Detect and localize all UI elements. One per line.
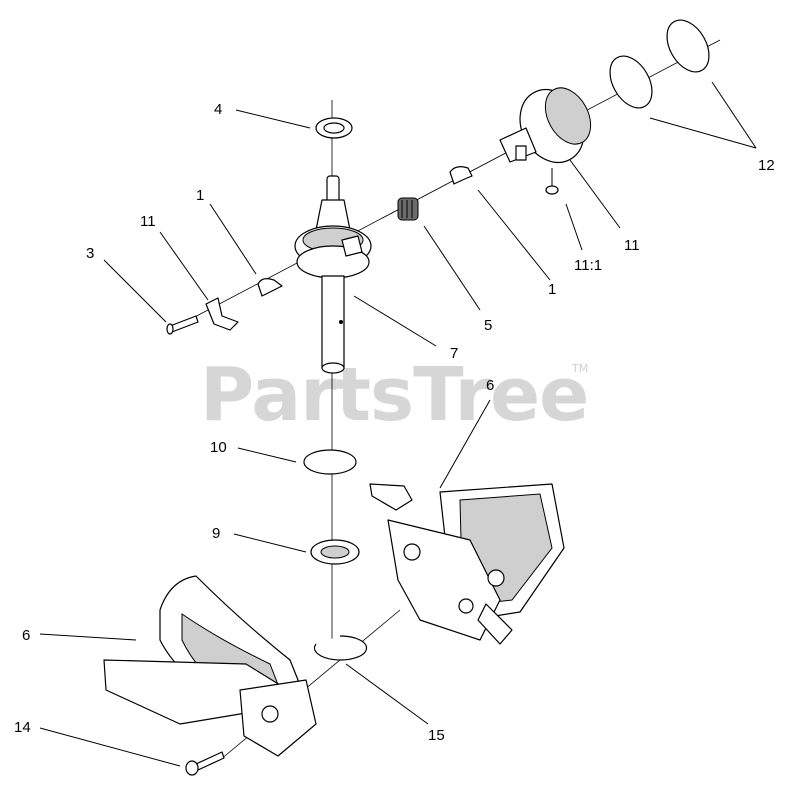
callout-10: 10 [210,439,227,456]
callout-6-left: 6 [22,627,30,644]
seal-part-9 [310,539,360,565]
piston-part-11 [499,87,592,163]
callout-11-right: 11 [624,237,640,254]
callout-3: 3 [86,245,94,262]
bolt-part-3 [166,315,199,335]
bolt-part-14 [185,751,225,776]
callout-15: 15 [428,727,445,744]
clip-part-11-1 [545,168,559,195]
needle-bearing-part-5 [397,197,419,221]
callout-12: 12 [758,157,775,174]
crankshaft-part-7 [294,175,372,374]
callout-11-left: 11 [140,213,156,230]
clip-part-11-left [205,297,239,331]
callout-14: 14 [14,719,31,736]
callout-6-top: 6 [486,377,494,394]
piston-ring-part-12-a [609,55,653,109]
callout-1-right: 1 [548,281,556,298]
watermark: PartsTree [200,352,588,438]
seal-part-10 [303,449,357,475]
leader-lines [39,81,757,767]
callout-7: 7 [450,345,458,362]
callout-9: 9 [212,525,220,542]
thrust-washer-part-1-left [257,278,283,297]
watermark-trademark: TM [571,362,588,375]
crankcase-part-6-left [103,575,317,757]
piston-ring-part-12-b [666,19,710,73]
washer-part-4 [315,117,353,139]
thrust-washer-part-1-right [449,166,473,185]
callout-1-left: 1 [196,187,204,204]
callout-5: 5 [484,317,492,334]
callout-11-1: 11:1 [574,257,602,274]
retaining-ring-part-15 [313,635,368,661]
callout-4: 4 [214,101,222,118]
crankcase-part-6-top [369,483,565,645]
